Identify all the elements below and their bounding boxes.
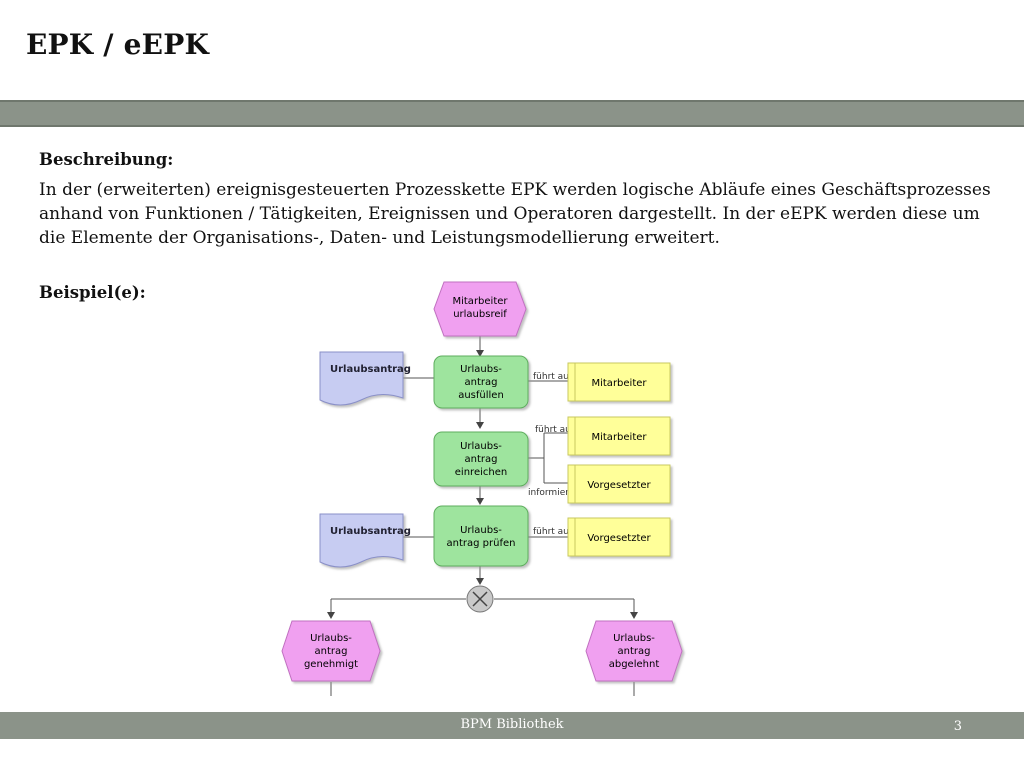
function-ausfuellen: [433, 355, 529, 409]
event-start-label-2: urlaubsreif: [453, 309, 507, 320]
event-genehmigt-label-1: Urlaubs-: [310, 633, 352, 644]
event-genehmigt-label-3: genehmigt: [304, 659, 358, 670]
page-title: EPK / eEPK: [26, 28, 210, 61]
edge-label-fuehrt-aus-3: führt aus: [533, 527, 574, 537]
role-vorgesetzter-1: [567, 464, 671, 504]
function-ausfuellen-label-1: Urlaubs-: [460, 364, 502, 375]
document-urlaubsantrag-2: [319, 513, 404, 568]
function-einreichen: [433, 431, 529, 487]
role-mitarbeiter-2: [567, 416, 671, 456]
event-genehmigt: [281, 620, 381, 682]
description-heading: Beschreibung:: [39, 150, 174, 169]
role-mitarbeiter-1: [567, 362, 671, 402]
function-ausfuellen-label-3: ausfüllen: [458, 390, 504, 401]
edge-label-informieren: informieren: [528, 488, 580, 498]
footer-label: BPM Bibliothek: [460, 717, 564, 732]
role-vorgesetzter-2: [567, 517, 671, 557]
edge-label-fuehrt-aus-2: führt aus: [535, 425, 576, 435]
role-mitarbeiter-2-label: Mitarbeiter: [591, 432, 647, 443]
function-pruefen: [433, 505, 529, 567]
example-heading: Beispiel(e):: [39, 283, 146, 302]
event-start: [433, 281, 527, 337]
event-start-label-1: Mitarbeiter: [452, 296, 508, 307]
event-genehmigt-label-2: antrag: [315, 646, 348, 657]
function-einreichen-label-3: einreichen: [455, 467, 507, 478]
role-vorgesetzter-2-label: Vorgesetzter: [587, 533, 651, 544]
document-urlaubsantrag-1: [319, 351, 404, 406]
function-ausfuellen-label-2: antrag: [465, 377, 498, 388]
event-abgelehnt: [585, 620, 683, 682]
description-text: In der (erweiterten) ereignisgesteuerten…: [39, 180, 991, 248]
footer-bar: BPM Bibliothek 3: [0, 712, 1024, 739]
function-pruefen-label-2: antrag prüfen: [447, 538, 516, 549]
role-vorgesetzter-1-label: Vorgesetzter: [587, 480, 651, 491]
event-abgelehnt-label-2: antrag: [618, 646, 651, 657]
function-einreichen-label-2: antrag: [465, 454, 498, 465]
event-abgelehnt-label-3: abgelehnt: [609, 659, 660, 670]
function-einreichen-label-1: Urlaubs-: [460, 441, 502, 452]
flow-lines: [327, 336, 638, 696]
document-urlaubsantrag-1-label: Urlaubsantrag: [330, 364, 411, 375]
event-abgelehnt-label-1: Urlaubs-: [613, 633, 655, 644]
document-urlaubsantrag-2-label: Urlaubsantrag: [330, 526, 411, 537]
function-pruefen-label-1: Urlaubs-: [460, 525, 502, 536]
header-bar: [0, 100, 1024, 127]
role-mitarbeiter-1-label: Mitarbeiter: [591, 378, 647, 389]
page-number: 3: [953, 719, 962, 734]
edge-label-fuehrt-aus-1: führt aus: [533, 372, 574, 382]
xor-operator-icon: [466, 585, 494, 613]
